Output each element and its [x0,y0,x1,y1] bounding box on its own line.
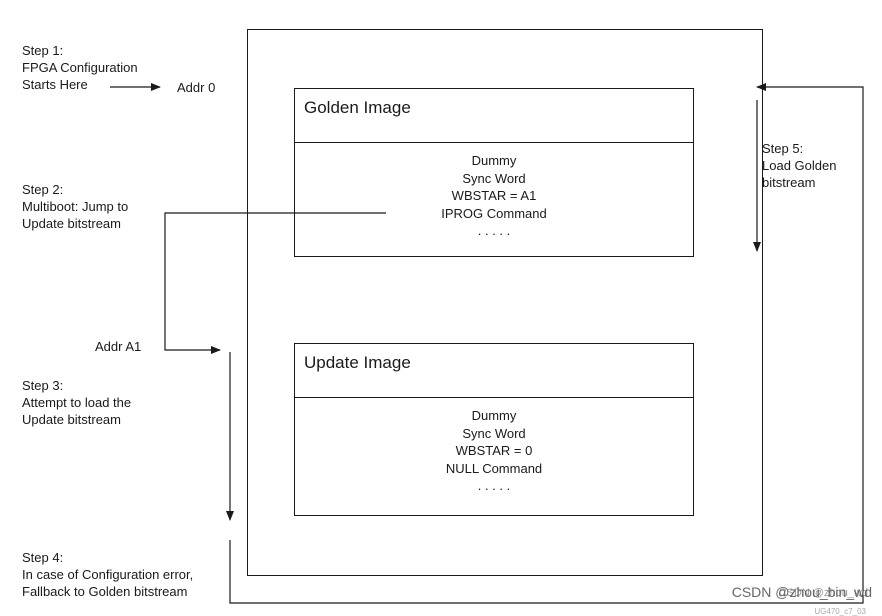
step-2-label: Step 2: Multiboot: Jump to Update bitstr… [22,181,128,232]
jump-connector [164,212,386,354]
step-1-line-2: Starts Here [22,77,88,92]
step-5-line-1: Load Golden [762,158,837,173]
step-3-line-2: Update bitstream [22,412,121,427]
update-image-title: Update Image [295,344,693,398]
golden-image-contents: Dummy Sync Word WBSTAR = A1 IPROG Comman… [295,143,693,240]
update-image-block: Update Image Dummy Sync Word WBSTAR = 0 … [294,343,694,516]
addr-0-label: Addr 0 [177,80,216,95]
step-1-title: Step 1: [22,43,64,58]
step-4-title: Step 4: [22,550,64,565]
golden-dummy-line: Dummy [471,153,517,168]
step-4-line-2: Fallback to Golden bitstream [22,584,188,599]
watermark: CSDN @zhou_bin_wd [731,584,872,600]
golden-command-line: IPROG Command [441,205,547,221]
step-2-line-2: Update bitstream [22,216,121,231]
update-command-line: NULL Command [445,460,543,476]
step-3-label: Step 3: Attempt to load the Update bitst… [22,377,131,428]
step-5-title: Step 5: [762,141,804,156]
step-4-label: Step 4: In case of Configuration error, … [22,549,193,600]
step-5-label: Step 5: Load Golden bitstream [762,140,836,191]
step-5-line-2: bitstream [762,175,816,190]
step-2-line-1: Multiboot: Jump to [22,199,129,214]
update-ellipsis-line: . . . . . [477,478,511,493]
addr-a1-label: Addr A1 [95,339,142,354]
watermark-ghost: CSDN @zhou_wd [778,587,868,599]
golden-wbstar-line: WBSTAR = A1 [451,188,537,203]
update-sync-word-line: Sync Word [462,425,526,441]
update-dummy-line: Dummy [471,408,517,423]
step-4-line-1: In case of Configuration error, [22,567,194,582]
step-3-line-1: Attempt to load the [22,395,132,410]
step-1-line-1: FPGA Configuration [22,60,138,75]
golden-image-block: Golden Image Dummy Sync Word WBSTAR = A1… [294,88,694,257]
golden-sync-word-line: Sync Word [462,170,526,186]
update-image-contents: Dummy Sync Word WBSTAR = 0 NULL Command … [295,398,693,495]
fallback-connector [229,83,864,604]
step-2-title: Step 2: [22,182,64,197]
update-wbstar-line: WBSTAR = 0 [455,443,533,458]
golden-ellipsis-line: . . . . . [477,223,511,238]
step-3-title: Step 3: [22,378,64,393]
golden-image-title: Golden Image [295,89,693,143]
step-1-label: Step 1: FPGA Configuration Starts Here [22,42,138,93]
